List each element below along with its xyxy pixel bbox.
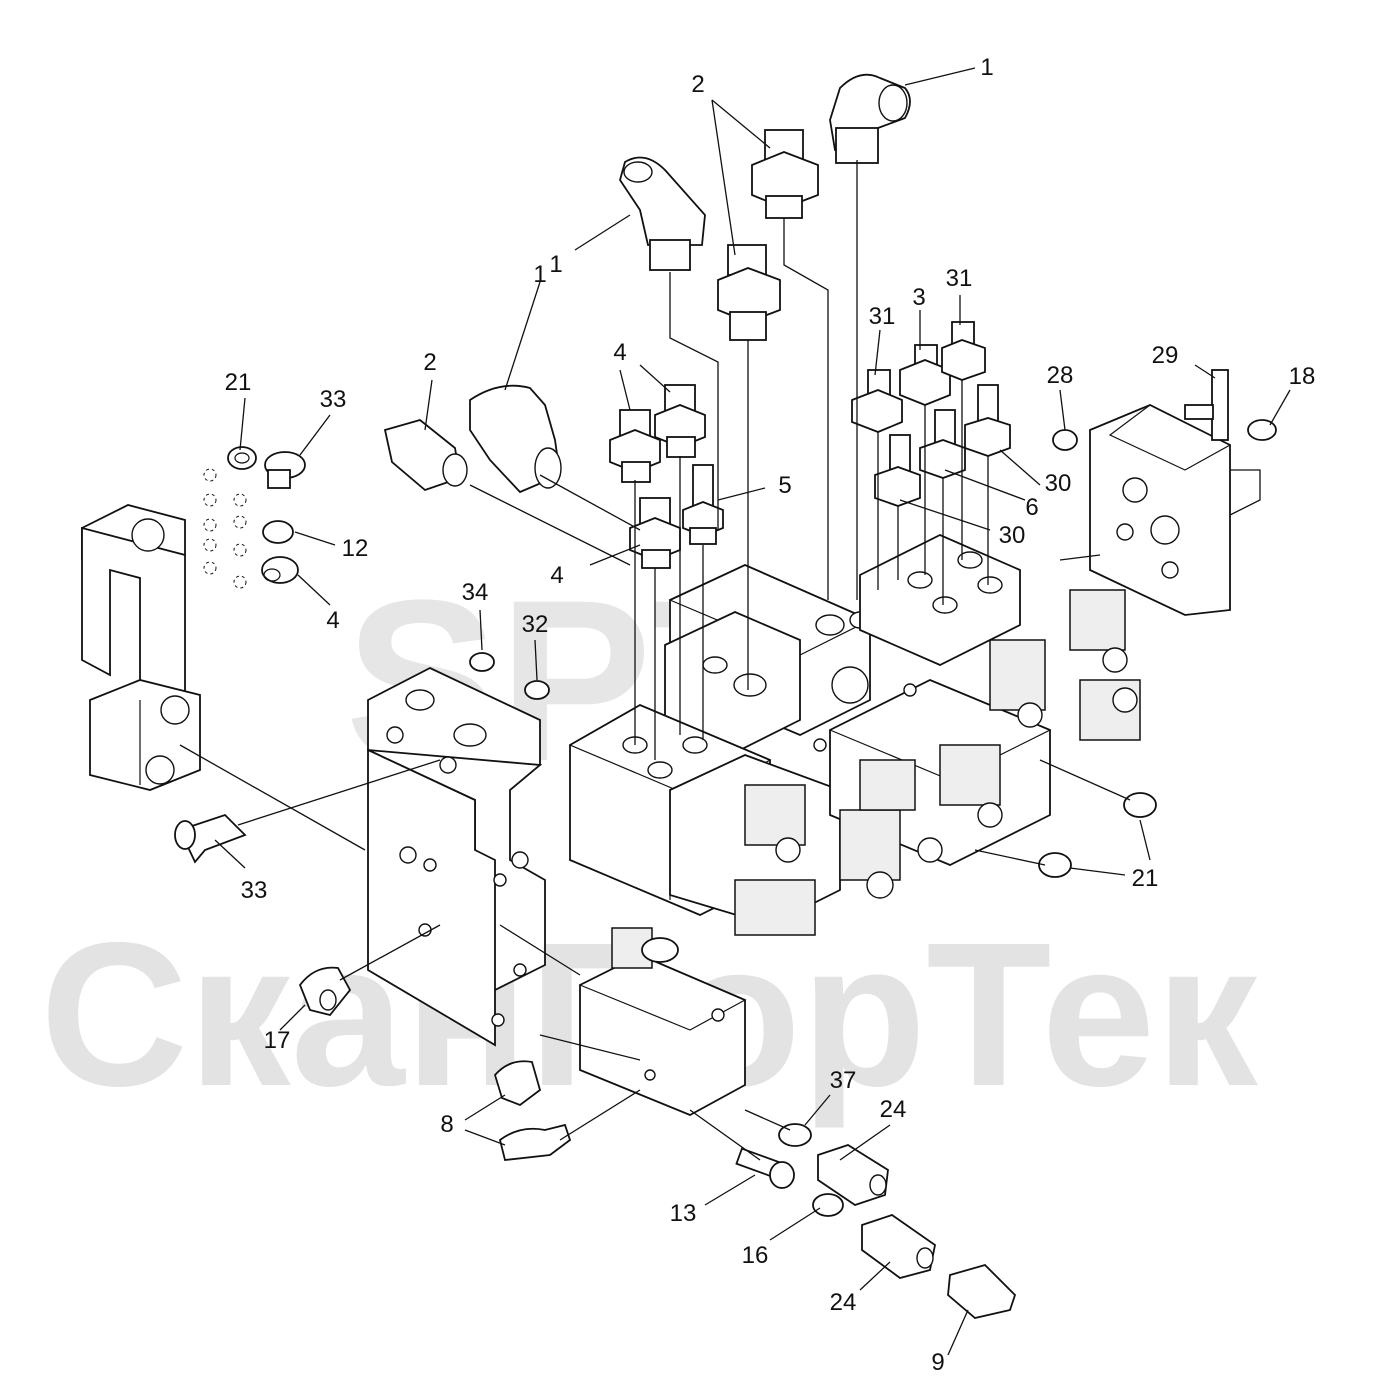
- callout-label-30: 30: [1045, 470, 1072, 497]
- callout-label-5: 5: [778, 472, 791, 499]
- callout-label-29: 29: [1152, 342, 1179, 369]
- callout-label-21: 21: [225, 369, 252, 396]
- callout-label-33: 33: [241, 877, 268, 904]
- callout-label-28: 28: [1047, 362, 1074, 389]
- main-manifold: [568, 369, 1277, 936]
- callout-label-32: 32: [522, 611, 549, 638]
- callout-label-24: 24: [830, 1289, 857, 1316]
- callout-label-4: 4: [326, 607, 339, 634]
- top-fittings: [383, 73, 911, 494]
- left-solenoid-valve: [81, 504, 201, 791]
- left-fittings-column: [203, 446, 306, 589]
- callout-label-12: 12: [342, 535, 369, 562]
- callout-label-17: 17: [264, 1027, 291, 1054]
- callout-label-34: 34: [462, 579, 489, 606]
- callout-label-8: 8: [440, 1111, 453, 1138]
- callout-label-24: 24: [880, 1096, 907, 1123]
- callout-label-9: 9: [931, 1349, 944, 1376]
- callout-label-37: 37: [830, 1067, 857, 1094]
- lower-valve-assembly: [493, 792, 1157, 1319]
- callout-label-1: 1: [549, 251, 562, 278]
- callout-label-31: 31: [946, 265, 973, 292]
- callout-label-4: 4: [550, 562, 563, 589]
- callout-label-1: 1: [533, 261, 546, 288]
- callout-label-31: 31: [869, 303, 896, 330]
- callout-label-33: 33: [320, 386, 347, 413]
- callout-label-2: 2: [423, 349, 436, 376]
- left-tall-block: [174, 652, 550, 1047]
- callout-label-3: 3: [912, 284, 925, 311]
- callout-label-1: 1: [980, 54, 993, 81]
- callout-label-2: 2: [691, 71, 704, 98]
- leader-lines: [179, 67, 1291, 1356]
- callout-label-16: 16: [742, 1242, 769, 1269]
- callout-label-6: 6: [1025, 494, 1038, 521]
- middle-fittings: [609, 321, 1011, 569]
- callout-label-30: 30: [999, 522, 1026, 549]
- callout-label-13: 13: [670, 1200, 697, 1227]
- callout-label-21: 21: [1132, 865, 1159, 892]
- callout-label-4: 4: [613, 339, 626, 366]
- callout-label-18: 18: [1289, 363, 1316, 390]
